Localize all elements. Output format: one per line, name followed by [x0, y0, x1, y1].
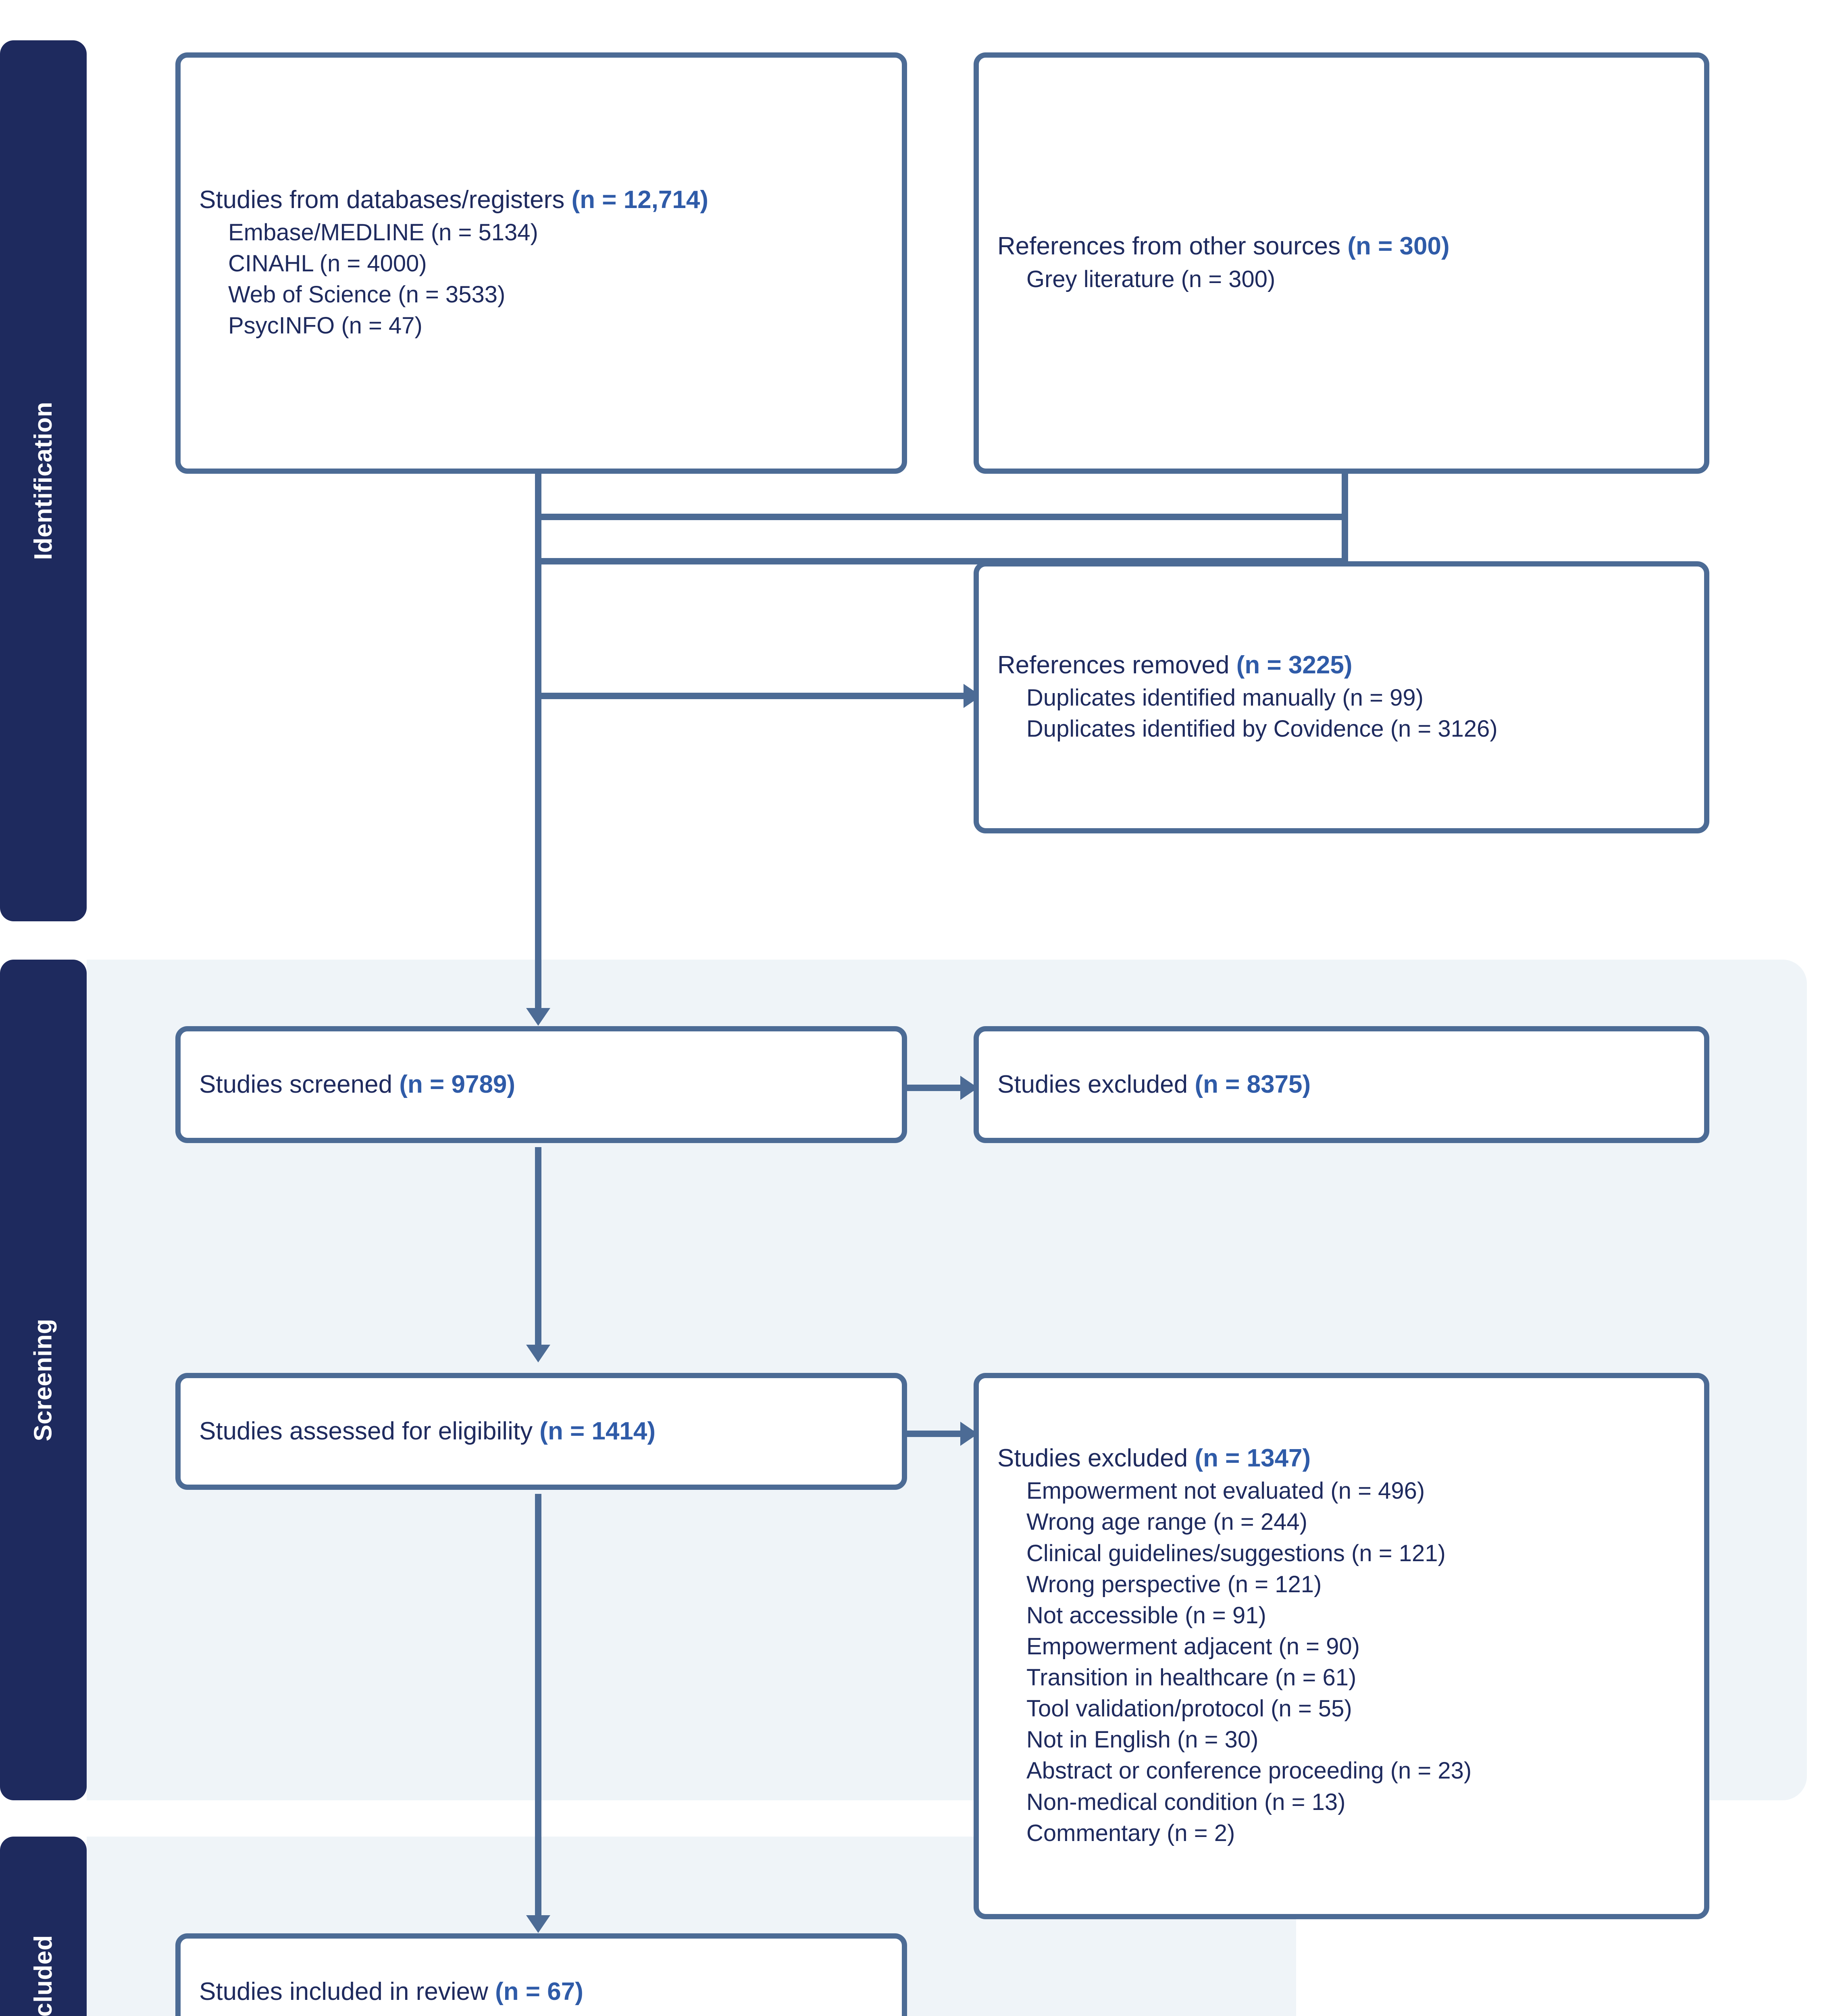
box-title-count: (n = 1347) — [1195, 1444, 1311, 1472]
box-title-studies-screened: Studies screened (n = 9789) — [199, 1070, 883, 1099]
list-item: Non-medical condition (n = 13) — [1026, 1789, 1346, 1815]
list-item: Web of Science (n = 3533) — [228, 281, 506, 308]
list-item: Grey literature (n = 300) — [1026, 266, 1276, 292]
box-sublist-studies-excluded-eligibility: Empowerment not evaluated (n = 496) Wron… — [997, 1475, 1686, 1849]
arrowhead-to-included-review — [526, 1915, 550, 1933]
list-item: PsycINFO (n = 47) — [228, 312, 422, 339]
box-sublist-references-removed: Duplicates identified manually (n = 99) … — [997, 682, 1686, 744]
list-item: Clinical guidelines/suggestions (n = 121… — [1026, 1540, 1446, 1566]
list-item: Duplicates identified manually (n = 99) — [1026, 684, 1424, 711]
box-title-count: (n = 8375) — [1195, 1070, 1311, 1099]
phase-label-identification: Identification — [29, 402, 57, 560]
connector-to-references-removed — [535, 693, 968, 699]
box-title-count: (n = 67) — [495, 1978, 583, 2006]
arrowhead-to-eligibility — [526, 1345, 550, 1362]
list-item: CINAHL (n = 4000) — [228, 250, 427, 277]
list-item: Commentary (n = 2) — [1026, 1820, 1235, 1846]
connector-merge-bus-top — [535, 514, 1348, 520]
box-title-text: Studies screened — [199, 1070, 400, 1099]
box-title-text: Studies assessed for eligibility — [199, 1417, 540, 1445]
list-item: Abstract or conference proceeding (n = 2… — [1026, 1758, 1472, 1784]
box-title-count: (n = 9789) — [399, 1070, 516, 1099]
box-studies-from-databases[interactable]: Studies from databases/registers (n = 12… — [175, 52, 907, 474]
box-title-studies-included-review: Studies included in review (n = 67) — [199, 1977, 883, 2006]
list-item: Empowerment not evaluated (n = 496) — [1026, 1478, 1425, 1504]
list-item: Not accessible (n = 91) — [1026, 1602, 1266, 1629]
box-title-count: (n = 300) — [1347, 232, 1450, 260]
box-title-text: Studies from databases/registers — [199, 185, 572, 214]
box-title-studies-excluded-screening: Studies excluded (n = 8375) — [997, 1070, 1686, 1099]
connector-screened-to-eligibility — [535, 1147, 541, 1353]
list-item: Wrong perspective (n = 121) — [1026, 1571, 1322, 1597]
box-title-text: References from other sources — [997, 232, 1348, 260]
arrowhead-to-screened — [526, 1008, 550, 1026]
box-title-studies-excluded-eligibility: Studies excluded (n = 1347) — [997, 1443, 1686, 1473]
box-studies-assessed-eligibility[interactable]: Studies assessed for eligibility (n = 14… — [175, 1373, 907, 1490]
box-title-studies-assessed-eligibility: Studies assessed for eligibility (n = 14… — [199, 1416, 883, 1446]
box-title-references-removed: References removed (n = 3225) — [997, 650, 1686, 680]
box-studies-included-review[interactable]: Studies included in review (n = 67) — [175, 1933, 907, 2016]
list-item: Duplicates identified by Covidence (n = … — [1026, 716, 1498, 742]
connector-databases-down — [535, 473, 541, 517]
list-item: Wrong age range (n = 244) — [1026, 1509, 1307, 1535]
list-item: Embase/MEDLINE (n = 5134) — [228, 219, 538, 246]
box-sublist-references-other-sources: Grey literature (n = 300) — [997, 264, 1686, 295]
phase-rail-included: Included — [0, 1837, 87, 2016]
list-item: Empowerment adjacent (n = 90) — [1026, 1633, 1360, 1660]
phase-label-included: Included — [29, 1935, 57, 2016]
phase-rail-identification: Identification — [0, 40, 87, 921]
box-studies-excluded-eligibility[interactable]: Studies excluded (n = 1347) Empowerment … — [974, 1373, 1709, 1919]
phase-label-screening: Screening — [29, 1318, 57, 1441]
connector-main-spine-identification — [535, 514, 541, 1016]
box-title-count: (n = 1414) — [539, 1417, 656, 1445]
box-title-studies-from-databases: Studies from databases/registers (n = 12… — [199, 185, 883, 215]
box-title-count: (n = 3225) — [1236, 651, 1353, 679]
box-title-text: Studies excluded — [997, 1444, 1195, 1472]
box-title-count: (n = 12,714) — [571, 185, 709, 214]
box-studies-excluded-screening[interactable]: Studies excluded (n = 8375) — [974, 1026, 1709, 1143]
box-title-text: References removed — [997, 651, 1236, 679]
box-title-text: Studies excluded — [997, 1070, 1195, 1099]
connector-eligibility-to-included — [535, 1494, 541, 1923]
list-item: Not in English (n = 30) — [1026, 1727, 1259, 1753]
box-references-removed[interactable]: References removed (n = 3225) Duplicates… — [974, 561, 1709, 833]
box-studies-screened[interactable]: Studies screened (n = 9789) — [175, 1026, 907, 1143]
phase-rail-screening: Screening — [0, 960, 87, 1800]
box-title-text: Studies included in review — [199, 1978, 495, 2006]
box-title-references-other-sources: References from other sources (n = 300) — [997, 231, 1686, 261]
box-sublist-studies-from-databases: Embase/MEDLINE (n = 5134) CINAHL (n = 40… — [199, 217, 883, 342]
list-item: Tool validation/protocol (n = 55) — [1026, 1695, 1352, 1722]
box-references-other-sources[interactable]: References from other sources (n = 300) … — [974, 52, 1709, 474]
list-item: Transition in healthcare (n = 61) — [1026, 1664, 1357, 1691]
